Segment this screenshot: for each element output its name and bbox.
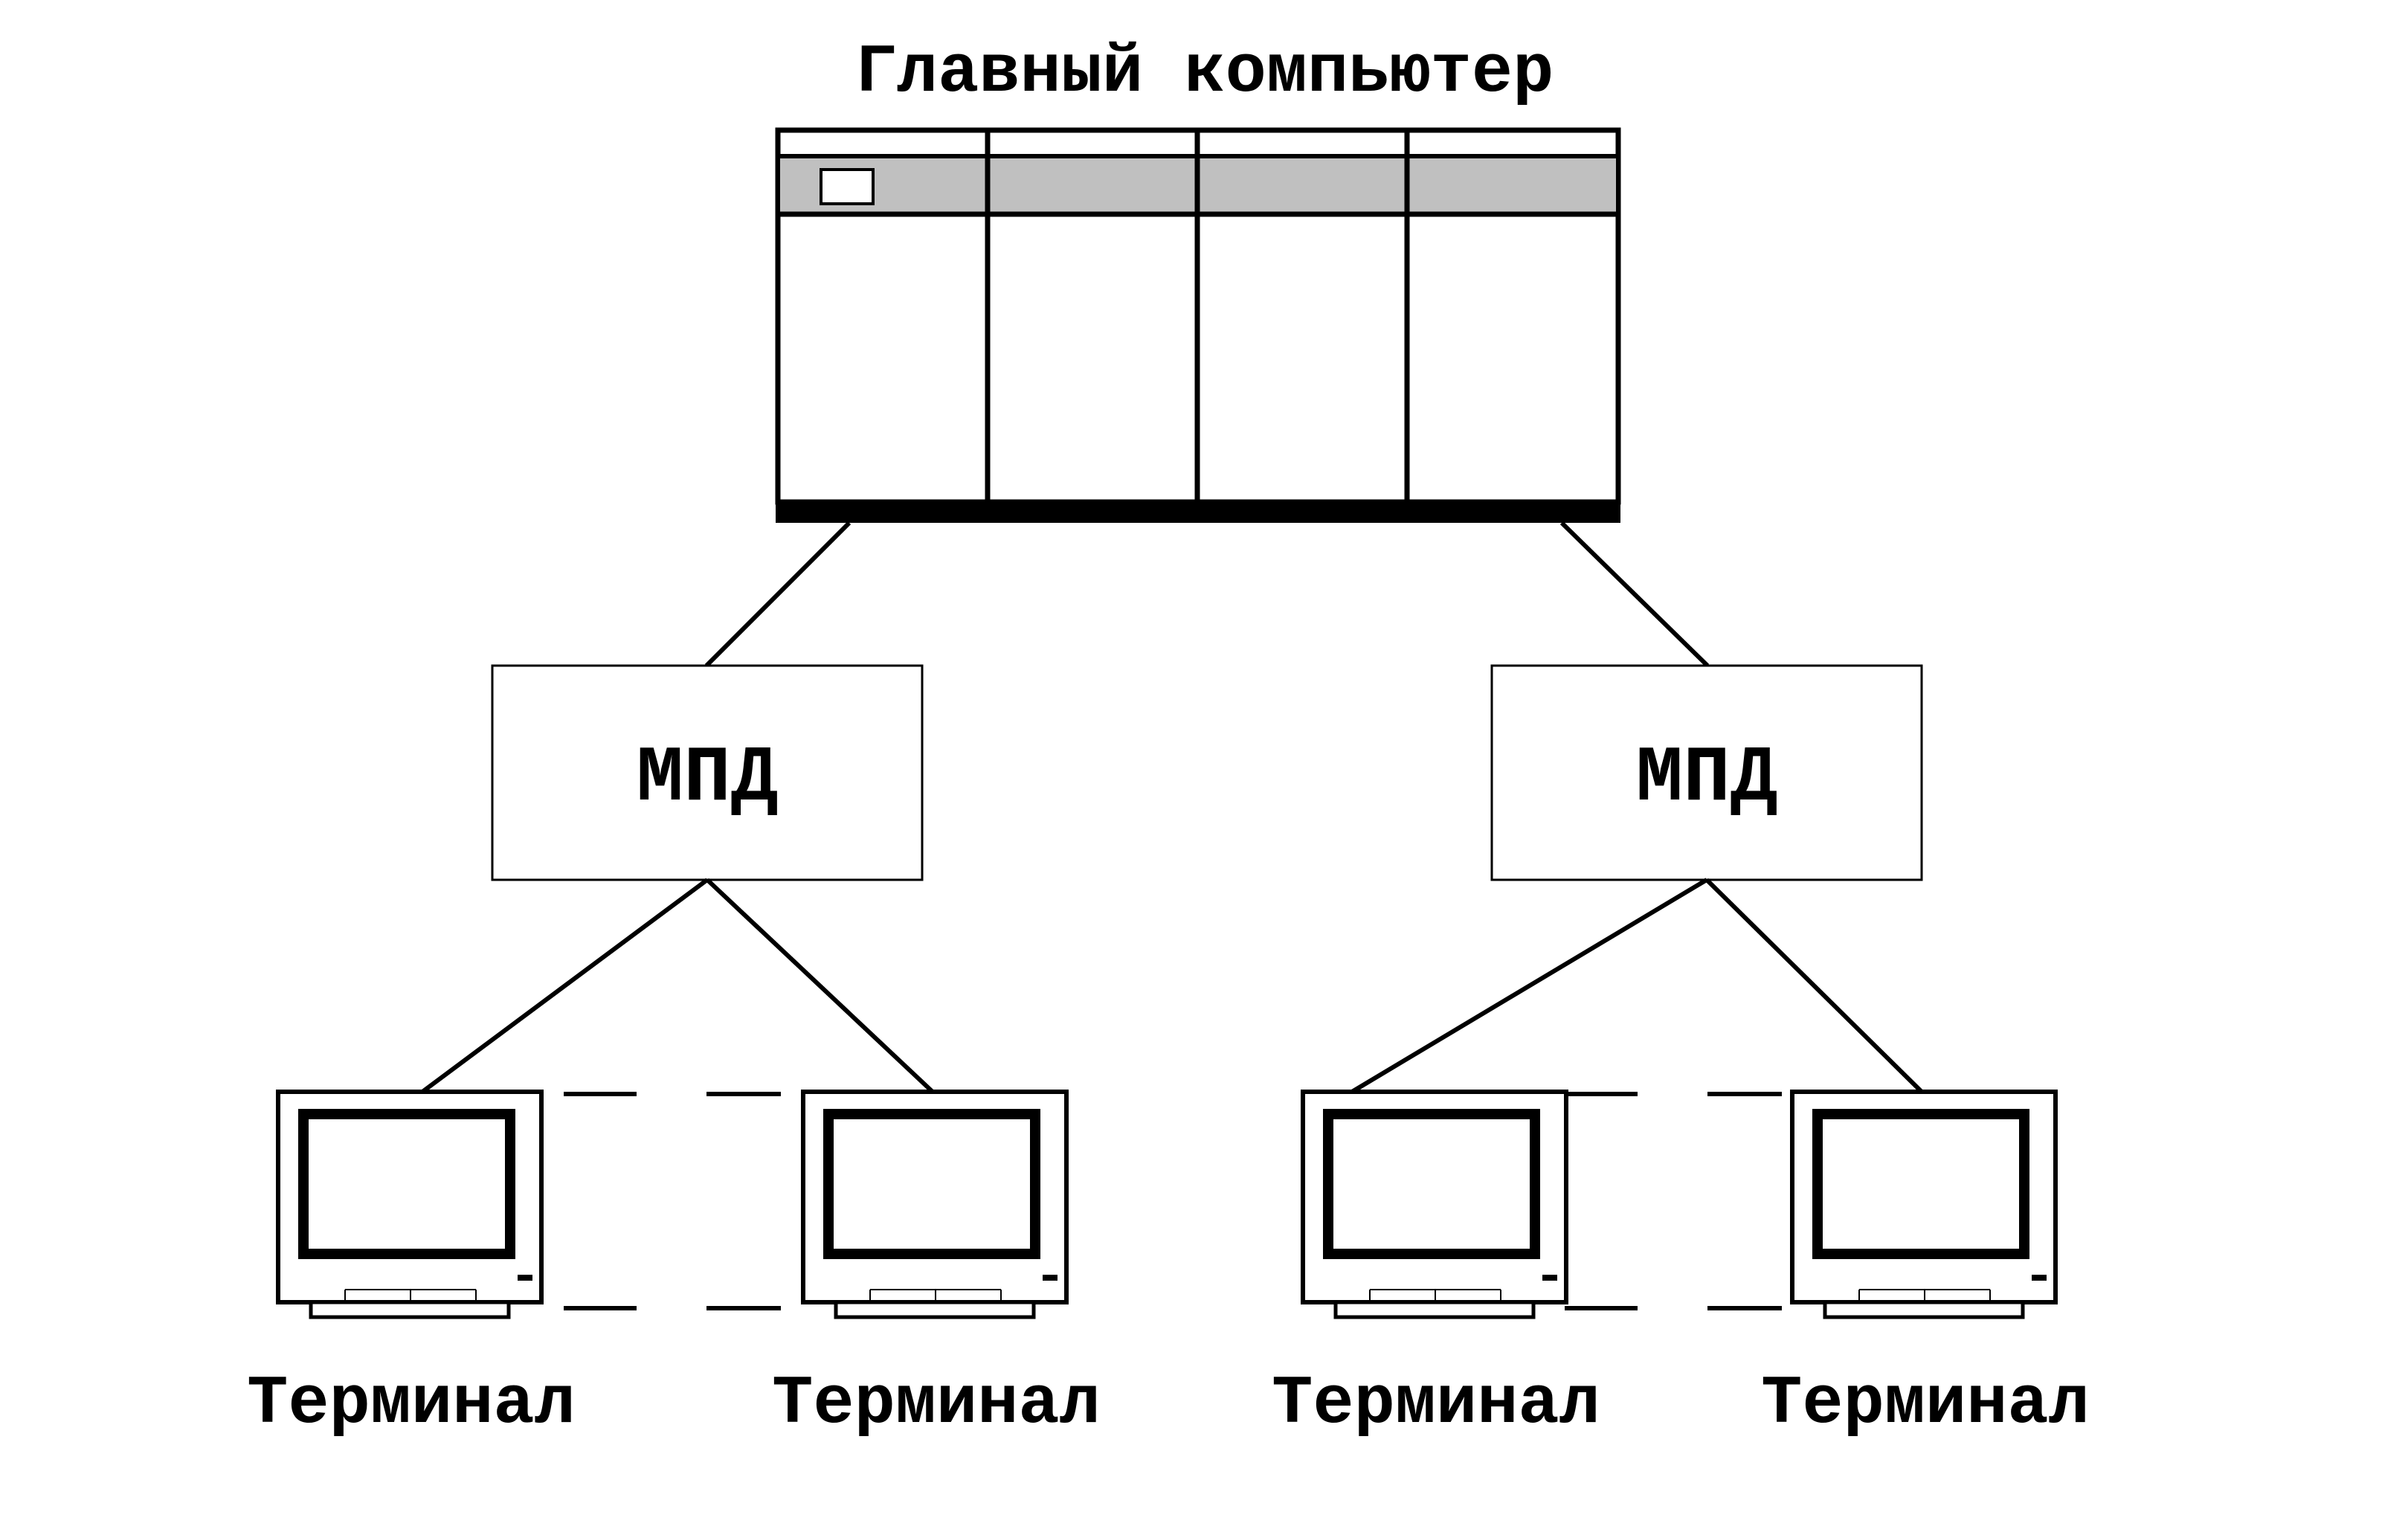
terminal-2: Терминал [772,1092,1101,1443]
link-mainframe-hub-left [704,521,852,668]
mainframe-label: Главный компьютер [856,33,1554,112]
link-hub-right-terminal-3 [1351,878,1708,1094]
terminal-1-label: Терминал [247,1365,576,1443]
hub-left-label: МПД [637,734,779,823]
mainframe-icon [775,127,1621,523]
dashed-continuation-right [1565,1092,1782,1310]
monitor-icon [278,1092,541,1317]
terminal-4-label: Терминал [1761,1365,2090,1443]
terminal-2-label: Терминал [772,1365,1101,1443]
monitor-icon [1303,1092,1566,1317]
terminal-3-label: Терминал [1272,1365,1600,1443]
monitor-icon [1792,1092,2056,1317]
link-hub-left-terminal-2 [705,878,935,1094]
hub-left: МПД [491,664,924,881]
hub-right: МПД [1490,664,1923,881]
dashed-continuation-left [564,1092,781,1310]
terminal-4: Терминал [1761,1092,2090,1443]
link-hub-left-terminal-1 [421,878,709,1094]
link-hub-right-terminal-4 [1704,878,1924,1094]
monitor-icon [803,1092,1066,1317]
terminal-3: Терминал [1272,1092,1600,1443]
link-mainframe-hub-right [1559,521,1710,668]
terminal-1: Терминал [247,1092,576,1443]
hub-right-label: МПД [1636,734,1778,823]
